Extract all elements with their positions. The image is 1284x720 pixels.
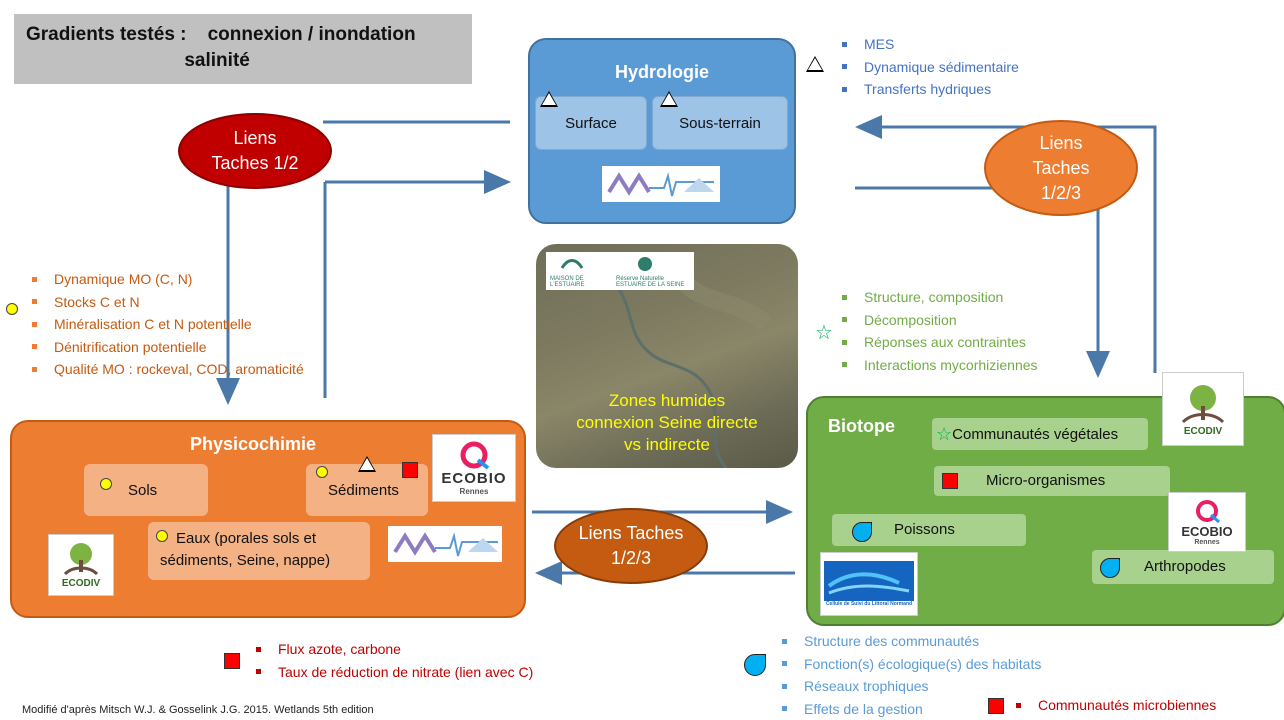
physico-bullets: Dynamique MO (C, N) Stocks C et N Minéra… xyxy=(32,268,304,381)
ecodiv-logo: ECODIV xyxy=(1162,372,1244,446)
tree-logo-icon xyxy=(1179,382,1227,426)
drop-marker-icon xyxy=(852,522,872,542)
vegetales-label: Communautés végétales xyxy=(952,426,1118,443)
circle-marker-icon xyxy=(100,478,112,490)
flux-bullets: Flux azote, carbone Taux de réduction de… xyxy=(256,638,533,683)
drop-marker-icon xyxy=(744,654,766,676)
footnote: Modifié d'après Mitsch W.J. & Gosselink … xyxy=(22,704,374,716)
triangle-marker-icon xyxy=(540,91,558,107)
star-marker-icon: ☆ xyxy=(815,320,833,345)
list-item: Minéralisation C et N potentielle xyxy=(32,313,304,336)
circle-marker-icon xyxy=(316,466,328,478)
list-item: Dénitrification potentielle xyxy=(32,336,304,359)
ecobio-logo: ECOBIO Rennes xyxy=(432,434,516,502)
gradients-title-box: Gradients testés : connexion / inondatio… xyxy=(14,14,472,84)
list-item: Qualité MO : rockeval, COD, aromaticité xyxy=(32,358,304,381)
fish-logo-icon xyxy=(824,561,914,601)
biotope-bullets: Structure, composition Décomposition Rép… xyxy=(842,286,1038,376)
aerial-photo: MAISON DE L'ESTUAIRE Réserve Naturelle E… xyxy=(536,244,798,468)
ecodiv-logo: ECODIV xyxy=(48,534,114,596)
arthropodes-box: Arthropodes xyxy=(1092,550,1274,584)
liens-12-line1: Liens xyxy=(211,126,298,151)
list-item: Décomposition xyxy=(842,309,1038,332)
maison-estuaire-logo: MAISON DE L'ESTUAIRE xyxy=(550,276,608,288)
micro-label: Micro-organismes xyxy=(986,472,1105,489)
list-item: Dynamique sédimentaire xyxy=(842,56,1019,79)
sous-terrain-label: Sous-terrain xyxy=(679,115,761,132)
triangle-marker-icon xyxy=(660,91,678,107)
list-item: Structure des communautés xyxy=(782,630,1041,653)
circle-marker-icon xyxy=(156,530,168,542)
biotope-title: Biotope xyxy=(828,416,895,437)
physico-wave-logo xyxy=(388,526,502,562)
micro-box: Micro-organismes xyxy=(934,466,1170,496)
square-marker-icon xyxy=(402,462,418,478)
hydrologie-bullets: MES Dynamique sédimentaire Transferts hy… xyxy=(842,33,1019,101)
triangle-marker-icon xyxy=(806,56,824,72)
list-item: Réseaux trophiques xyxy=(782,675,1041,698)
list-item: Transferts hydriques xyxy=(842,78,1019,101)
wave-logo-icon xyxy=(390,528,500,560)
sediments-label: Sédiments xyxy=(328,482,399,499)
square-marker-icon xyxy=(224,653,240,669)
vegetales-box: ☆ Communautés végétales xyxy=(932,418,1148,450)
list-item: Dynamique MO (C, N) xyxy=(32,268,304,291)
hydro-logo xyxy=(602,166,720,202)
liens-12-line2: Taches 1/2 xyxy=(211,151,298,176)
hydrologie-title: Hydrologie xyxy=(530,62,794,83)
circle-marker-icon xyxy=(6,303,18,315)
sols-label: Sols xyxy=(128,482,157,499)
list-item: MES xyxy=(842,33,1019,56)
list-item: Fonction(s) écologique(s) des habitats xyxy=(782,653,1041,676)
physicochimie-panel: Physicochimie Sols Sédiments Eaux (poral… xyxy=(10,420,526,618)
list-item: Taux de réduction de nitrate (lien avec … xyxy=(256,661,533,684)
list-item: Structure, composition xyxy=(842,286,1038,309)
ecobio-logo: ECOBIO Rennes xyxy=(1168,492,1246,552)
hydrologie-panel: Hydrologie Surface Sous-terrain xyxy=(528,38,796,224)
photo-logo-banner: MAISON DE L'ESTUAIRE Réserve Naturelle E… xyxy=(546,252,694,290)
poissons-label: Poissons xyxy=(894,521,955,538)
drop-marker-icon xyxy=(1100,558,1120,578)
surface-label: Surface xyxy=(565,115,617,132)
wave-logo-icon xyxy=(604,168,718,200)
square-marker-icon xyxy=(988,698,1004,714)
ecobio-q-icon xyxy=(1189,498,1225,524)
poissons-box: Poissons xyxy=(832,514,1026,546)
eaux-box: Eaux (porales sols et sédiments, Seine, … xyxy=(148,522,370,580)
physicochimie-title: Physicochimie xyxy=(190,434,316,455)
star-marker-icon: ☆ xyxy=(936,424,952,445)
triangle-marker-icon xyxy=(358,456,376,472)
leaf-logo-icon xyxy=(636,254,654,274)
zones-humides-label: Zones humides connexion Seine directe vs… xyxy=(536,390,798,456)
eaux-label: Eaux (porales sols et sédiments, Seine, … xyxy=(176,528,330,572)
microbiennes-item: Communautés microbiennes xyxy=(1016,694,1216,717)
tree-logo-icon xyxy=(61,542,101,578)
list-item: Stocks C et N xyxy=(32,291,304,314)
arthropodes-label: Arthropodes xyxy=(1144,558,1226,575)
sols-box: Sols xyxy=(84,464,208,516)
gradients-title-line1: Gradients testés : connexion / inondatio… xyxy=(26,24,416,46)
ecobio-q-icon xyxy=(454,440,494,470)
list-item: Interactions mycorhiziennes xyxy=(842,354,1038,377)
gradients-title-line2: salinité xyxy=(26,50,250,72)
cellule-suivi-logo: Cellule de Suivi du Littoral Normand xyxy=(820,552,918,616)
list-item: Flux azote, carbone xyxy=(256,638,533,661)
reserve-logo: Réserve Naturelle ESTUAIRE DE LA SEINE xyxy=(616,276,692,288)
wave-logo-icon xyxy=(560,254,590,274)
list-item: Réponses aux contraintes xyxy=(842,331,1038,354)
square-marker-icon xyxy=(942,473,958,489)
